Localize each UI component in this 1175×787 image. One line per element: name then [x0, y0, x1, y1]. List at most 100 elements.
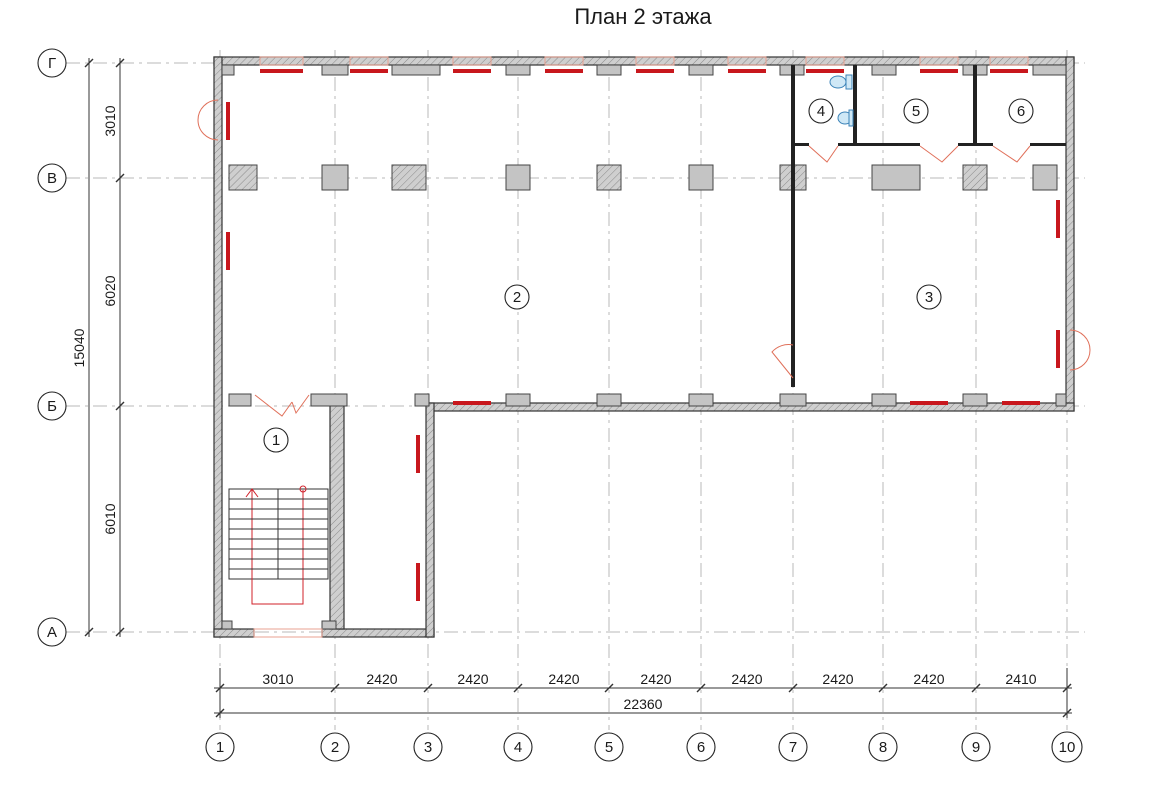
column [596, 164, 622, 191]
wall-pilaster [596, 393, 622, 407]
column [688, 164, 714, 191]
axis-marker-2: 2 [320, 732, 350, 762]
axis-marker-9: 9 [961, 732, 991, 762]
wall-pilaster [310, 393, 348, 407]
room-number: 1 [272, 432, 280, 449]
axis-label: А [47, 624, 57, 641]
axis-label: 2 [331, 739, 339, 756]
room-marker-5: 5 [903, 98, 929, 124]
wall-pilaster [505, 64, 531, 76]
window-frame [989, 56, 1029, 66]
dim-tick [788, 683, 798, 693]
dimension-lines [84, 58, 1072, 718]
axis-marker-1: 1 [205, 732, 235, 762]
window-frame [253, 628, 323, 638]
window-frame [259, 56, 304, 66]
dim-h-6: 2420 [731, 671, 762, 687]
room-marker-6: 6 [1008, 98, 1034, 124]
window-frame [919, 56, 959, 66]
dimension-ticks [84, 58, 1072, 718]
window [1056, 200, 1060, 238]
axis-label: Б [47, 398, 57, 415]
wall-pilaster [228, 393, 252, 407]
wall-pilaster [505, 393, 531, 407]
plan-title: План 2 этажа [574, 4, 712, 29]
column [962, 164, 988, 191]
column [1032, 164, 1058, 191]
dim-h-3: 2420 [457, 671, 488, 687]
number-axis-markers: 1 2 3 4 5 6 7 8 9 10 [205, 731, 1083, 763]
vertical-dimensions: 6010 6020 3010 15040 [71, 105, 118, 534]
dim-v-2: 6020 [102, 275, 118, 306]
staircase [228, 485, 329, 605]
axis-marker-4: 4 [503, 732, 533, 762]
doors [197, 99, 1091, 417]
axis-label: В [47, 170, 57, 187]
wall-pilaster [596, 64, 622, 76]
window [806, 69, 844, 73]
dim-v-total: 15040 [71, 328, 87, 367]
dim-h-1: 3010 [262, 671, 293, 687]
dim-tick [115, 627, 125, 637]
dim-tick [696, 683, 706, 693]
window [453, 69, 491, 73]
axis-label: 3 [424, 739, 432, 756]
column [505, 164, 531, 191]
dim-tick [971, 683, 981, 693]
room-number: 6 [1017, 103, 1025, 120]
wall-pilaster [221, 620, 233, 630]
axis-marker-v: В [37, 163, 67, 193]
axis-label: 7 [789, 739, 797, 756]
window [910, 401, 948, 405]
wall-pilaster [1055, 393, 1067, 407]
axis-label: 6 [697, 739, 705, 756]
dim-tick [513, 683, 523, 693]
dim-tick [604, 683, 614, 693]
interior-partitions [791, 65, 1066, 387]
window [350, 69, 388, 73]
wall-pilaster [414, 393, 430, 407]
column [321, 164, 349, 191]
wall-pilaster [221, 64, 235, 76]
window [260, 69, 303, 73]
axis-marker-b: Б [37, 391, 67, 421]
axis-label: 1 [216, 739, 224, 756]
dim-tick [84, 58, 94, 68]
dim-tick [215, 708, 225, 718]
axis-label: 5 [605, 739, 613, 756]
wall-pilaster [391, 64, 441, 76]
column [871, 164, 921, 191]
wall-pilaster [779, 393, 807, 407]
axis-marker-a: А [37, 617, 67, 647]
window-frame [727, 56, 767, 66]
window-frame [805, 56, 845, 66]
toilet-fixtures [829, 74, 854, 127]
axis-marker-7: 7 [778, 732, 808, 762]
room-marker-4: 4 [808, 98, 834, 124]
axis-label: 4 [514, 739, 522, 756]
window-frame [349, 56, 389, 66]
window [636, 69, 674, 73]
window-frame [635, 56, 675, 66]
dim-tick [330, 683, 340, 693]
dim-h-total: 22360 [624, 696, 663, 712]
room-markers: 1 2 3 4 5 6 [263, 98, 1034, 453]
dim-tick [1062, 683, 1072, 693]
dim-h-5: 2420 [640, 671, 671, 687]
axis-label: 8 [879, 739, 887, 756]
window [728, 69, 766, 73]
wall-pilaster [1032, 64, 1067, 76]
axis-label: Г [48, 55, 56, 72]
axis-marker-10: 10 [1051, 731, 1083, 763]
exterior-walls [213, 56, 1075, 638]
dim-v-1: 6010 [102, 503, 118, 534]
dim-tick [84, 627, 94, 637]
windows [226, 56, 1060, 638]
wall-pilaster [321, 620, 337, 630]
window [1056, 330, 1060, 368]
window [1002, 401, 1040, 405]
dim-v-3: 3010 [102, 105, 118, 136]
axis-marker-6: 6 [686, 732, 716, 762]
axis-label: 9 [972, 739, 980, 756]
